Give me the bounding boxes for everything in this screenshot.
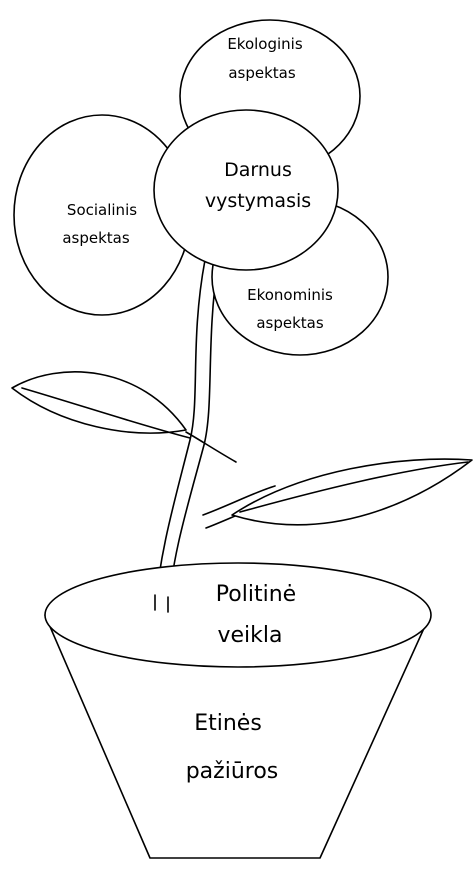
pot-rim <box>45 563 431 667</box>
pot-body-label-2: pažiūros <box>186 759 279 784</box>
petal-left-label-1: Socialinis <box>67 201 137 219</box>
pot-rim-label-1: Politinė <box>216 582 296 607</box>
petal-top-label-1: Ekologinis <box>227 35 303 53</box>
petal-right-label-1: Ekonominis <box>247 286 333 304</box>
branch-left-stem <box>186 432 236 462</box>
petal-right-label-2: aspektas <box>256 314 324 332</box>
leaf-left <box>12 372 186 433</box>
petal-left-label-2: aspektas <box>62 229 130 247</box>
petal-top-label-2: aspektas <box>228 64 296 82</box>
pot-rim-label-2: veikla <box>217 623 282 648</box>
center-label-1: Darnus <box>224 159 292 181</box>
leaf-right <box>232 459 472 525</box>
pot-body-label-1: Etinės <box>194 711 262 736</box>
center-label-2: vystymasis <box>205 190 311 212</box>
